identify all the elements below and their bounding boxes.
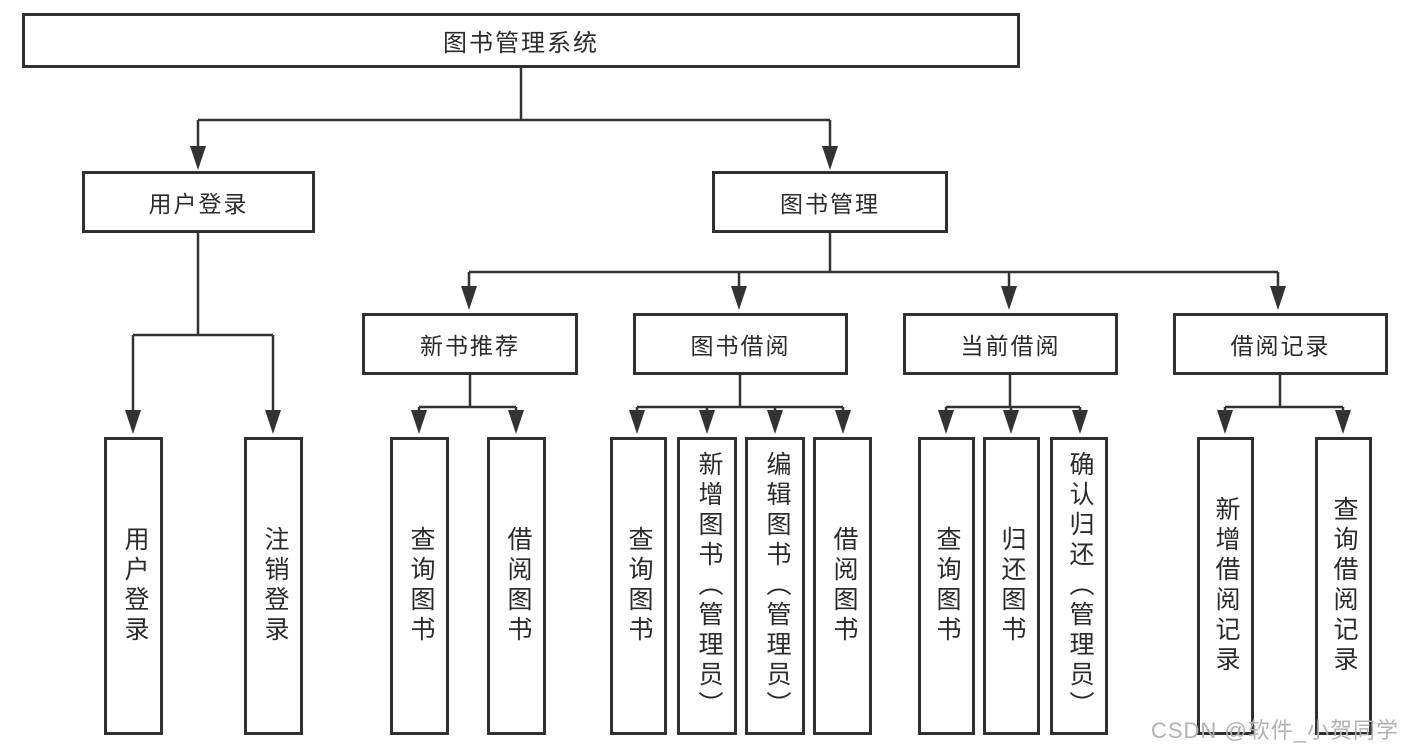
leaf-add-borrow-record: 新增借阅记录 bbox=[1197, 437, 1254, 735]
arrowhead bbox=[1072, 410, 1088, 434]
arrowhead bbox=[190, 146, 206, 170]
arrowhead bbox=[508, 410, 524, 434]
arrowhead bbox=[1217, 410, 1233, 434]
node-book-management: 图书管理 bbox=[712, 171, 948, 233]
arrowhead bbox=[1001, 286, 1017, 310]
arrowhead bbox=[767, 410, 783, 434]
arrowhead bbox=[125, 410, 141, 434]
leaf-return-book: 归还图书 bbox=[983, 437, 1040, 735]
arrowhead bbox=[461, 286, 477, 310]
arrowhead bbox=[265, 410, 281, 434]
leaf-borrow-books: 借阅图书 bbox=[813, 437, 872, 735]
leaf-query-books-recommend: 查询图书 bbox=[390, 437, 449, 735]
leaf-confirm-return-admin: 确认归还（管理员） bbox=[1050, 437, 1108, 735]
leaf-query-books-current: 查询图书 bbox=[918, 437, 975, 735]
leaf-add-book-admin: 新增图书（管理员） bbox=[677, 437, 737, 735]
arrowhead bbox=[1003, 410, 1019, 434]
arrowhead bbox=[699, 410, 715, 434]
leaf-query-borrow-record: 查询借阅记录 bbox=[1315, 437, 1372, 735]
arrowhead bbox=[938, 410, 954, 434]
leaf-borrow-books-recommend: 借阅图书 bbox=[487, 437, 546, 735]
node-new-book-recommend: 新书推荐 bbox=[362, 313, 578, 375]
node-library-system: 图书管理系统 bbox=[22, 13, 1020, 68]
arrowhead bbox=[1335, 410, 1351, 434]
arrowhead bbox=[411, 410, 427, 434]
node-borrow-records: 借阅记录 bbox=[1173, 313, 1388, 375]
arrowhead bbox=[1270, 286, 1286, 310]
leaf-query-books-borrow: 查询图书 bbox=[610, 437, 667, 735]
node-user-login: 用户登录 bbox=[82, 171, 315, 233]
arrowhead bbox=[835, 410, 851, 434]
leaf-user-login: 用户登录 bbox=[104, 437, 163, 735]
arrowhead bbox=[822, 146, 838, 170]
arrowhead bbox=[731, 286, 747, 310]
leaf-edit-book-admin: 编辑图书（管理员） bbox=[745, 437, 805, 735]
node-current-borrow: 当前借阅 bbox=[903, 313, 1118, 375]
node-book-borrow: 图书借阅 bbox=[633, 313, 848, 375]
arrowhead bbox=[629, 410, 645, 434]
leaf-logout: 注销登录 bbox=[244, 437, 303, 735]
csdn-watermark: CSDN @软件_小贺同学 bbox=[1150, 718, 1399, 743]
